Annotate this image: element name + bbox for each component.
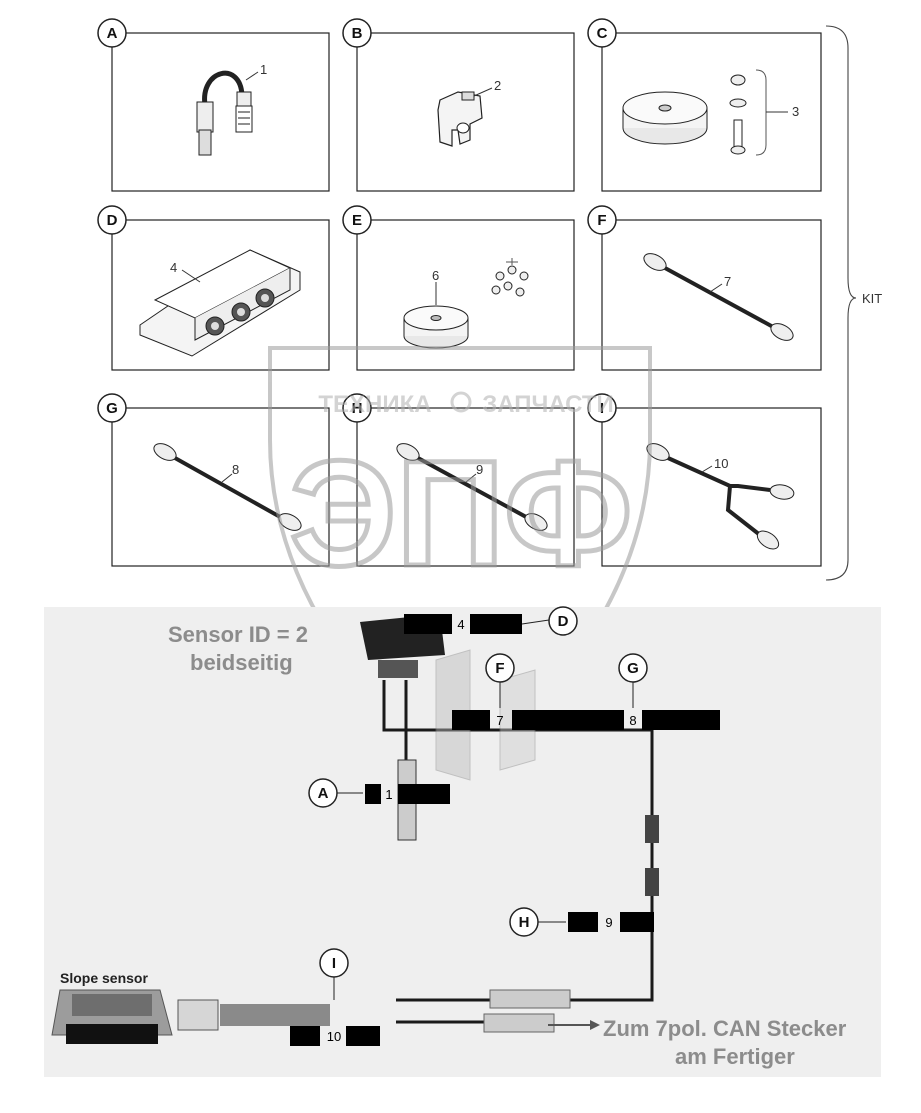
can-note: Zum 7pol. CAN Stecker [603, 1016, 847, 1041]
part-10-label: 10 [714, 456, 728, 471]
part-2-label: 2 [494, 78, 501, 93]
part-9-label: 9 [476, 462, 483, 477]
slope-sensor-label: Slope sensor [60, 970, 148, 986]
panel-i: I 10 [587, 393, 822, 567]
sensor-cable-icon [196, 70, 253, 156]
kit-label: KIT [862, 291, 882, 306]
kit-brace: KIT [825, 25, 882, 581]
can-cable-icon [396, 443, 548, 531]
panel-b: B 2 [342, 18, 575, 192]
magnet-disk-icon [622, 91, 708, 145]
panel-a-letter: A [107, 25, 118, 42]
callout-4-part: 4 [457, 617, 464, 632]
callout-8-part: 8 [629, 713, 636, 728]
sensor-id-note: Sensor ID = 2 [168, 622, 308, 647]
panel-d: D 4 [97, 205, 330, 371]
panel-f: F 7 [587, 205, 822, 371]
watermark-right-text: ЗАПЧАСТИ [482, 391, 614, 418]
watermark-left-text: ТЕХНИКА [318, 391, 431, 418]
gear-icon [450, 391, 472, 413]
panel-h: H 9 [342, 393, 575, 567]
sensor-id-note-2: beidseitig [190, 650, 293, 675]
slope-sensor-photo: Slope sensor [51, 970, 330, 1044]
callout-9-part: 9 [605, 915, 612, 930]
panel-a: A 1 [97, 18, 330, 192]
can-cable-icon [153, 443, 302, 531]
callout-h-letter: H [519, 914, 530, 931]
part-8-label: 8 [232, 462, 239, 477]
part-1-label: 1 [260, 62, 267, 77]
can-note-2: am Fertiger [675, 1044, 795, 1069]
callout-d-letter: D [558, 613, 569, 630]
callout-g-letter: G [627, 660, 639, 677]
panel-d-letter: D [107, 212, 118, 229]
part-3-label: 3 [792, 104, 799, 119]
distributor-box-icon [139, 249, 301, 357]
callout-a-letter: A [318, 785, 329, 802]
can-cable-icon [643, 253, 794, 341]
panel-g: G 8 [97, 393, 330, 567]
panel-e: E 6 [342, 205, 575, 371]
installation-photo: Sensor ID = 2 beidseitig [44, 606, 881, 1077]
panel-f-letter: F [597, 212, 606, 229]
panel-e-letter: E [352, 212, 362, 229]
screw-set-icon [491, 258, 529, 297]
callout-1-part: 1 [385, 787, 392, 802]
panel-b-letter: B [352, 25, 363, 42]
arrow-right-icon [590, 1020, 600, 1030]
panel-c-letter: C [597, 25, 608, 42]
screw-set-icon [729, 74, 747, 155]
callout-f-letter: F [495, 660, 504, 677]
callout-7-part: 7 [496, 713, 503, 728]
can-connector-photo [483, 815, 659, 1033]
y-cable-icon [646, 443, 795, 550]
magnet-disk-icon [403, 305, 469, 349]
callout-10-part: 10 [327, 1029, 341, 1044]
panel-c: C 3 [587, 18, 822, 192]
part-4-label: 4 [170, 260, 177, 275]
part-7-label: 7 [724, 274, 731, 289]
panel-h-letter: H [352, 400, 363, 417]
callout-i-letter: I [332, 955, 336, 972]
part-6-label: 6 [432, 268, 439, 283]
watermark-logo-text: ЭПФ [290, 429, 633, 597]
panel-g-letter: G [106, 400, 118, 417]
panel-i-letter: I [600, 400, 604, 417]
